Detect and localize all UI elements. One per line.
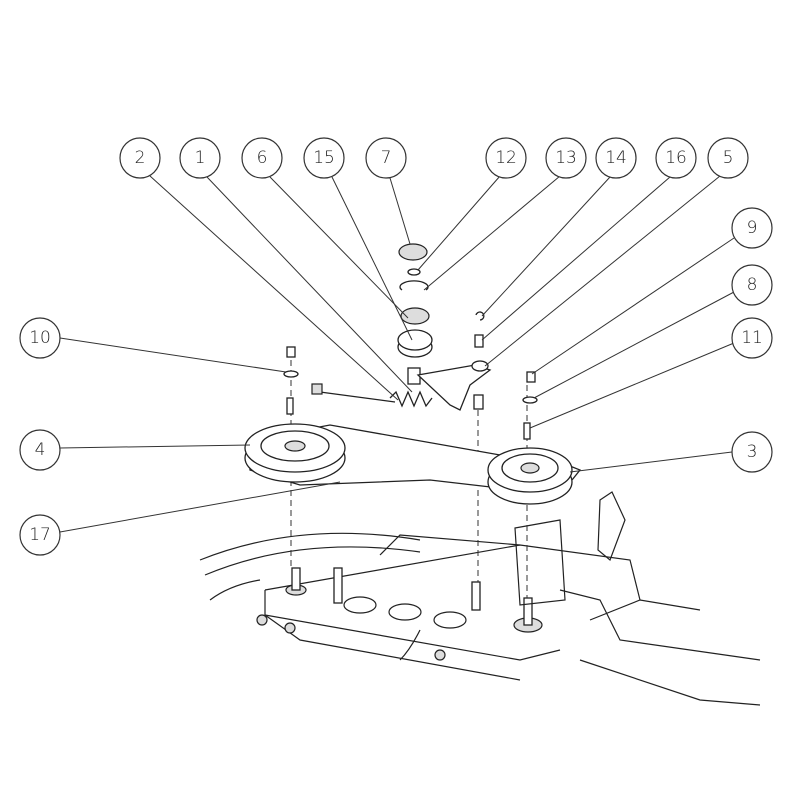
- svg-text:2: 2: [135, 148, 146, 168]
- callout-6: 6: [241, 137, 283, 179]
- callout-1: 1: [179, 137, 221, 179]
- callout-14: 14: [595, 137, 637, 179]
- right-pulley: [487, 447, 573, 505]
- svg-text:16: 16: [665, 148, 687, 168]
- svg-text:6: 6: [257, 148, 268, 168]
- callout-2: 2: [119, 137, 161, 179]
- svg-text:5: 5: [723, 148, 734, 168]
- svg-text:17: 17: [29, 525, 51, 545]
- callout-8: 8: [731, 264, 773, 306]
- svg-text:8: 8: [747, 275, 758, 295]
- callout-9: 9: [731, 207, 773, 249]
- left-pulley: [244, 423, 346, 483]
- leader-lines: [59, 175, 735, 533]
- callout-12: 12: [485, 137, 527, 179]
- svg-text:14: 14: [605, 148, 627, 168]
- callout-5: 5: [707, 137, 749, 179]
- svg-text:7: 7: [381, 148, 392, 168]
- spring: [389, 390, 433, 408]
- tension-rod: [319, 391, 396, 403]
- callout-3: 3: [731, 431, 773, 473]
- callout-13: 13: [545, 137, 587, 179]
- callout-15: 15: [303, 137, 345, 179]
- svg-text:12: 12: [495, 148, 517, 168]
- svg-text:13: 13: [555, 148, 577, 168]
- callout-10: 10: [19, 317, 61, 359]
- svg-text:9: 9: [747, 218, 758, 238]
- svg-text:11: 11: [741, 328, 763, 348]
- svg-text:4: 4: [35, 440, 46, 460]
- callout-16: 16: [655, 137, 697, 179]
- callout-7: 7: [365, 137, 407, 179]
- svg-text:3: 3: [747, 442, 758, 462]
- svg-text:15: 15: [313, 148, 335, 168]
- mower-deck: [199, 491, 761, 706]
- svg-text:1: 1: [195, 148, 206, 168]
- svg-text:10: 10: [29, 328, 51, 348]
- callout-11: 11: [731, 317, 773, 359]
- callout-17: 17: [19, 514, 61, 556]
- idler-assembly: [283, 243, 538, 440]
- callout-4: 4: [19, 429, 61, 471]
